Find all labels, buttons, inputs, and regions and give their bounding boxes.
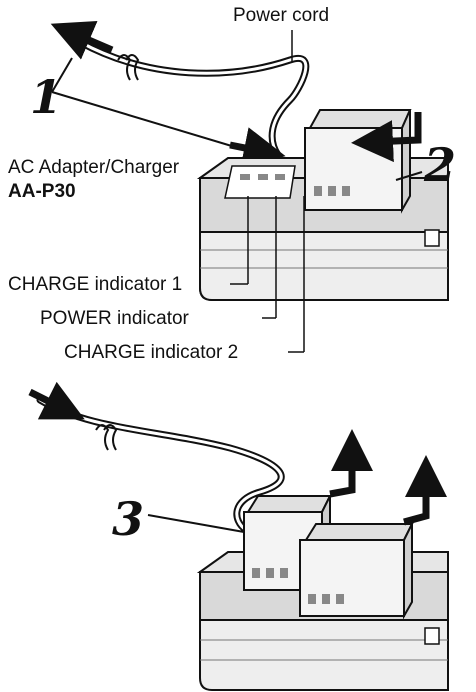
arrow-insert-battery xyxy=(351,112,422,163)
charge-indicator-1-label: CHARGE indicator 1 xyxy=(8,274,183,295)
battery-top xyxy=(304,109,412,214)
power-indicator-label: POWER indicator xyxy=(40,308,189,329)
battery-bottom-right xyxy=(299,523,414,620)
step-2-number: 2 xyxy=(424,138,457,192)
power-cord-bottom xyxy=(36,396,285,534)
arrow-remove-left xyxy=(329,429,373,498)
arrow-up-left xyxy=(50,20,114,60)
arrow-plug-in xyxy=(28,381,85,420)
adapter-name-label: AC Adapter/Charger xyxy=(8,157,180,178)
arrow-into-charger xyxy=(229,127,286,169)
arrow-remove-right xyxy=(403,455,447,526)
power-cord-label: Power cord xyxy=(233,5,330,26)
adapter-model-label: AA-P30 xyxy=(8,181,76,202)
charge-indicator-2-label: CHARGE indicator 2 xyxy=(64,342,239,363)
step-3-number: 3 xyxy=(112,492,145,546)
step-1-number: 1 xyxy=(30,70,63,124)
